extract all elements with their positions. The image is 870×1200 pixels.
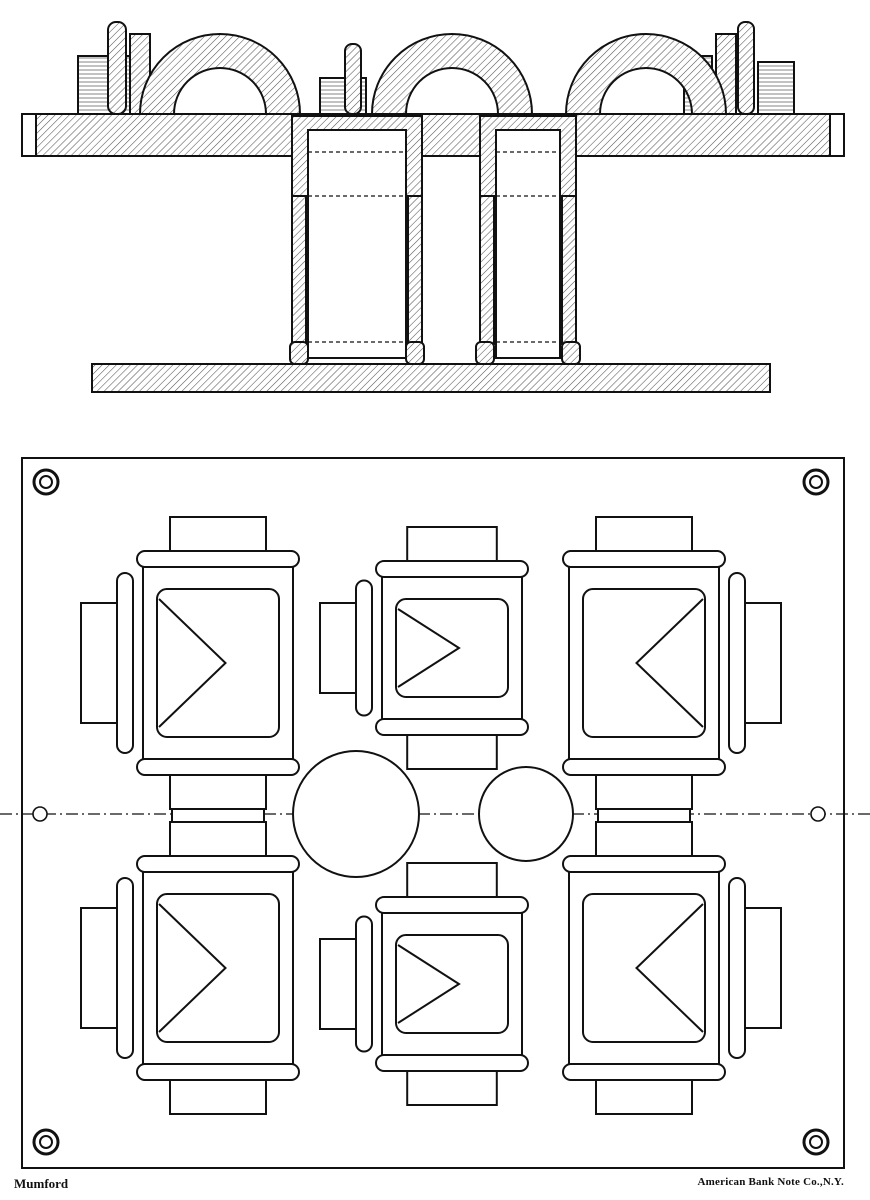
base-plate	[91, 363, 771, 393]
runner-circle-large	[292, 750, 420, 878]
arch-castings	[138, 33, 728, 115]
tee-fittings	[80, 516, 782, 1115]
tee-fitting-top-left	[80, 516, 300, 810]
elevation-view	[21, 21, 845, 393]
tee-fitting-top-middle	[319, 526, 529, 770]
tee-fitting-bottom-middle	[319, 862, 529, 1106]
match-plate	[21, 113, 845, 157]
tee-fitting-bottom-left	[80, 821, 300, 1115]
support-legs	[289, 115, 581, 365]
engraver-credit: American Bank Note Co.,N.Y.	[697, 1176, 844, 1188]
runner-circle-small	[478, 766, 574, 862]
corner-holes	[32, 468, 830, 1156]
inventor-name: Mumford	[14, 1176, 69, 1191]
tee-fitting-top-right	[562, 516, 782, 810]
plan-plate	[21, 457, 845, 1169]
tee-fitting-bottom-right	[562, 821, 782, 1115]
